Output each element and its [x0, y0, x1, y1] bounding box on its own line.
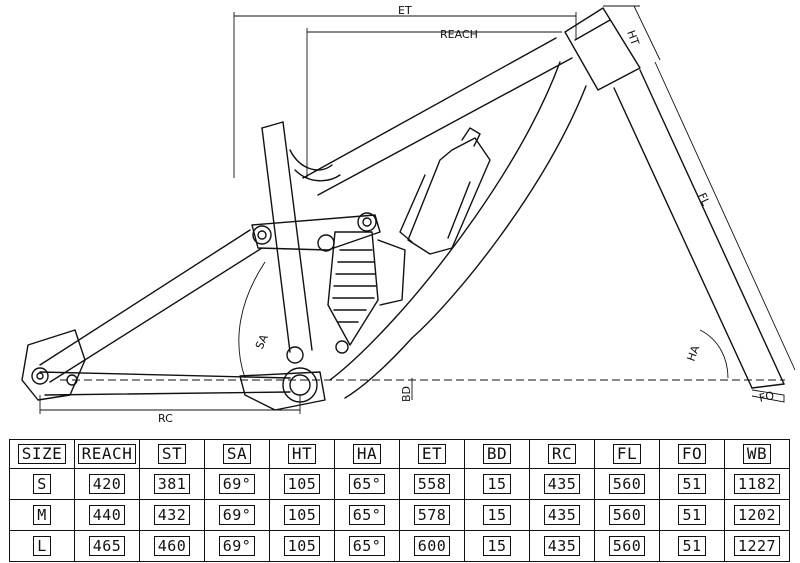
bd-label: BD: [400, 386, 413, 402]
water-bottle: [399, 127, 491, 255]
ha-label: HA: [685, 343, 703, 363]
cell-wb: 1182: [733, 474, 781, 494]
cell-sa: 69°: [218, 474, 256, 494]
table-row: L 465 460 69° 105 65° 600 15 435 560 51 …: [9, 530, 790, 562]
table-row: M 440 432 69° 105 65° 578 15 435 560 51 …: [9, 499, 790, 531]
header-wb: WB: [742, 444, 772, 464]
cell-st: 432: [153, 505, 191, 525]
fo-dimension-line: [751, 389, 785, 403]
header-ha: HA: [352, 444, 382, 464]
cell-fo: 51: [678, 505, 706, 525]
header-st: ST: [157, 444, 187, 464]
cell-et: 600: [413, 536, 451, 556]
table-row: S 420 381 69° 105 65° 558 15 435 560 51 …: [9, 468, 790, 500]
cell-fl: 560: [608, 474, 646, 494]
cell-fl: 560: [608, 536, 646, 556]
table-header-row: SIZE REACH ST SA HT HA ET BD RC FL FO WB: [9, 439, 790, 469]
cell-size: M: [33, 505, 51, 525]
ht-dimension-line: [633, 5, 661, 61]
header-reach: REACH: [77, 444, 137, 464]
chain-stay: [39, 371, 291, 396]
frame-geometry-drawing: ET REACH HT FL SA HA BD RC FO: [21, 4, 796, 425]
cell-wb: 1202: [733, 505, 781, 525]
cell-reach: 465: [88, 536, 126, 556]
fork: [613, 69, 785, 389]
down-tube: [329, 61, 587, 399]
rc-label: RC: [158, 412, 173, 425]
ht-label: HT: [624, 29, 641, 48]
header-fl: FL: [612, 444, 642, 464]
cell-ht: 105: [283, 536, 321, 556]
fl-label: FL: [695, 191, 712, 209]
cell-bd: 15: [483, 474, 511, 494]
cell-fo: 51: [678, 474, 706, 494]
header-et: ET: [417, 444, 447, 464]
cell-rc: 435: [543, 536, 581, 556]
rear-shock: [327, 231, 406, 354]
header-size: SIZE: [17, 444, 67, 464]
cell-ht: 105: [283, 505, 321, 525]
header-ht: HT: [287, 444, 317, 464]
header-bd: BD: [482, 444, 512, 464]
ha-arc: [699, 329, 729, 379]
cell-reach: 420: [88, 474, 126, 494]
header-sa: SA: [222, 444, 252, 464]
cell-ha: 65°: [348, 505, 386, 525]
cell-rc: 435: [543, 474, 581, 494]
cell-st: 381: [153, 474, 191, 494]
cell-wb: 1227: [733, 536, 781, 556]
reach-label: REACH: [440, 28, 478, 41]
cell-size: L: [33, 536, 51, 556]
header-rc: RC: [547, 444, 577, 464]
rocker-link: [251, 212, 381, 252]
seat-stay: [39, 229, 263, 383]
cell-et: 558: [413, 474, 451, 494]
rear-dropout: [21, 329, 86, 401]
cell-fo: 51: [678, 536, 706, 556]
seat-tube-gusset: [289, 149, 341, 182]
cell-sa: 69°: [218, 536, 256, 556]
cell-ht: 105: [283, 474, 321, 494]
cell-rc: 435: [543, 505, 581, 525]
head-tube: [564, 7, 641, 91]
sa-arc: [238, 261, 266, 379]
fl-dimension-line: [654, 61, 796, 371]
cell-reach: 440: [88, 505, 126, 525]
cell-sa: 69°: [218, 505, 256, 525]
cell-fl: 560: [608, 505, 646, 525]
geometry-table: SIZE REACH ST SA HT HA ET BD RC FL FO WB…: [9, 439, 790, 562]
cell-ha: 65°: [348, 474, 386, 494]
cell-ha: 65°: [348, 536, 386, 556]
header-fo: FO: [677, 444, 707, 464]
seat-tube: [261, 121, 313, 353]
fo-label: FO: [758, 389, 776, 405]
cell-et: 578: [413, 505, 451, 525]
et-label: ET: [398, 4, 412, 17]
top-tube: [302, 37, 573, 196]
cell-bd: 15: [483, 505, 511, 525]
cell-bd: 15: [483, 536, 511, 556]
cell-st: 460: [153, 536, 191, 556]
cell-size: S: [33, 474, 51, 494]
sa-label: SA: [253, 332, 271, 351]
